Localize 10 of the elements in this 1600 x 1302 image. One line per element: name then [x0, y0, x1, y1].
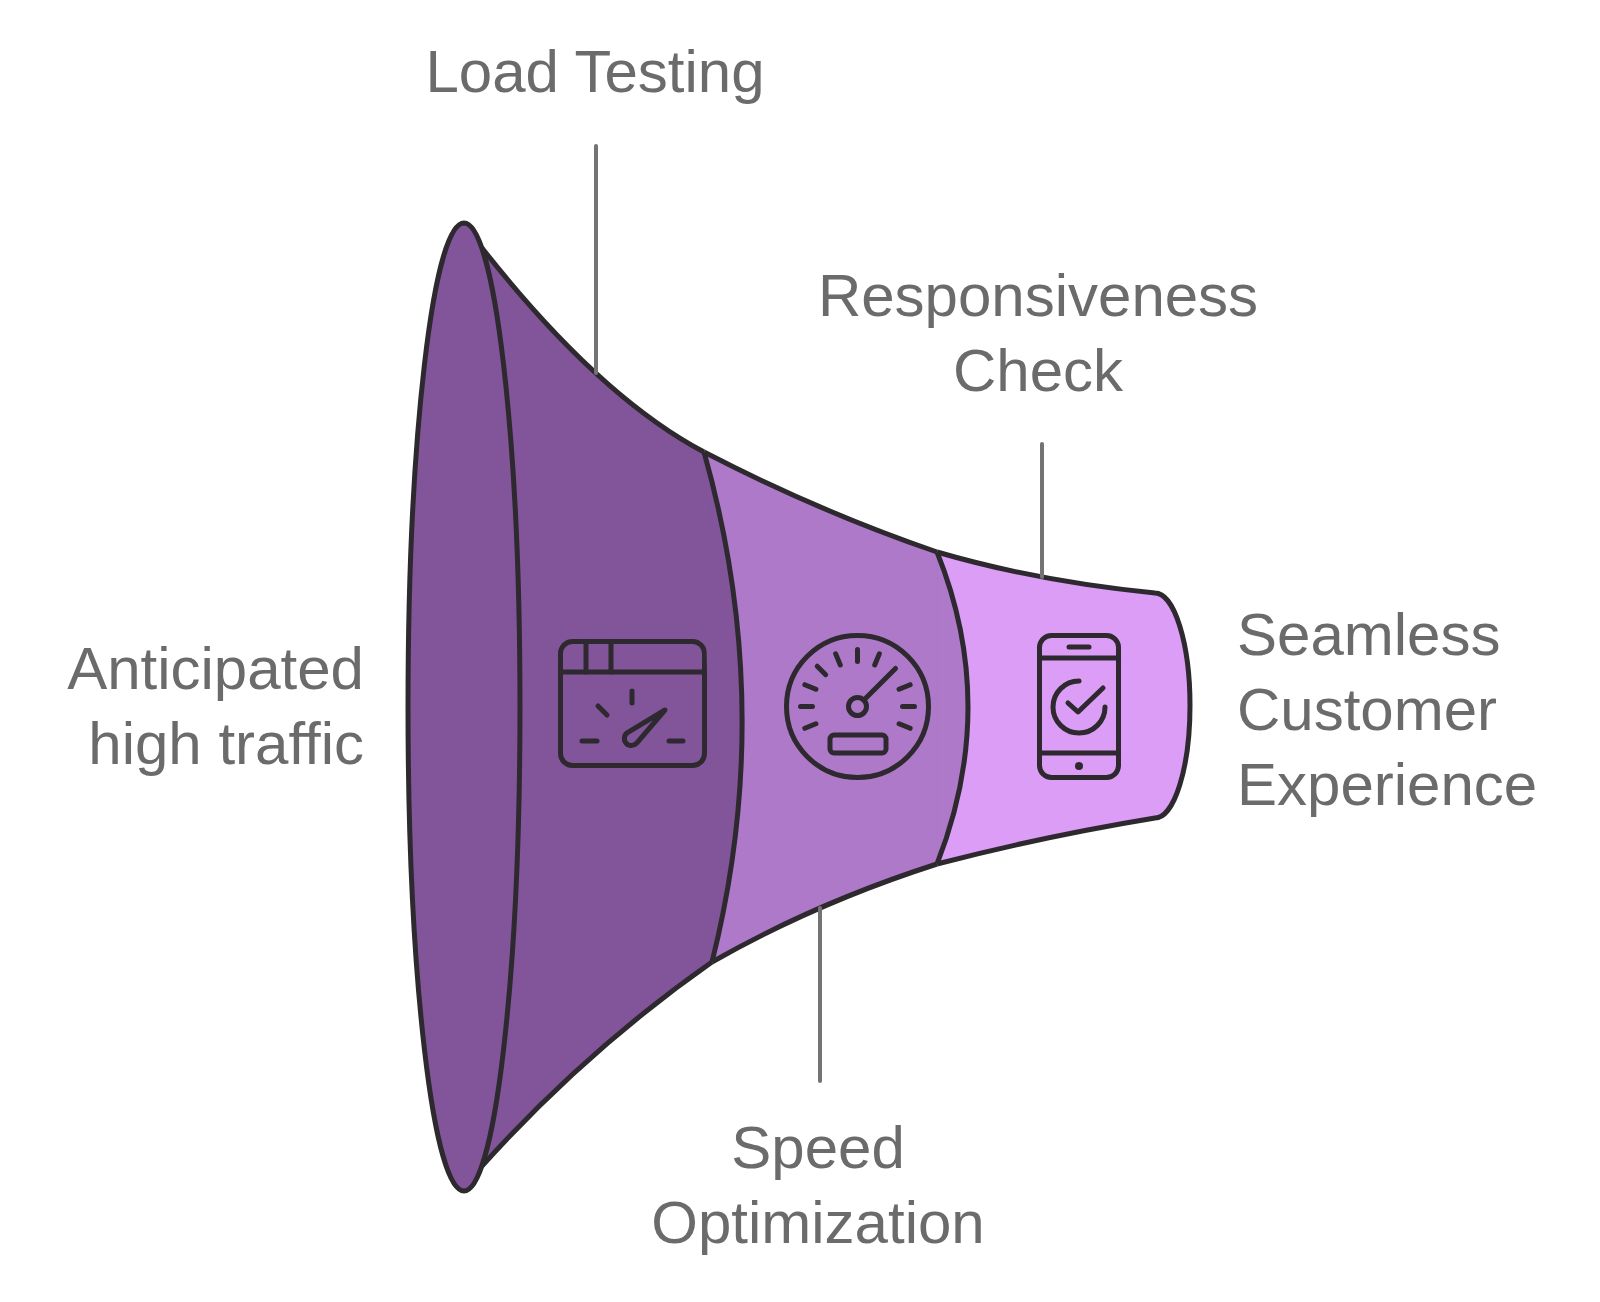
input-label: Anticipated high traffic [66, 634, 364, 779]
stage-label: Responsiveness Check [798, 258, 1278, 408]
stage-label: Load Testing [385, 34, 805, 109]
funnel-band [934, 549, 1193, 867]
leader-line [594, 144, 598, 375]
outcome-label: Seamless Customer Experience [1237, 600, 1539, 820]
funnel-band [405, 220, 714, 1194]
leader-line [1040, 442, 1044, 579]
stage-label: Speed Optimization [628, 1110, 1008, 1260]
leader-line [818, 906, 822, 1083]
